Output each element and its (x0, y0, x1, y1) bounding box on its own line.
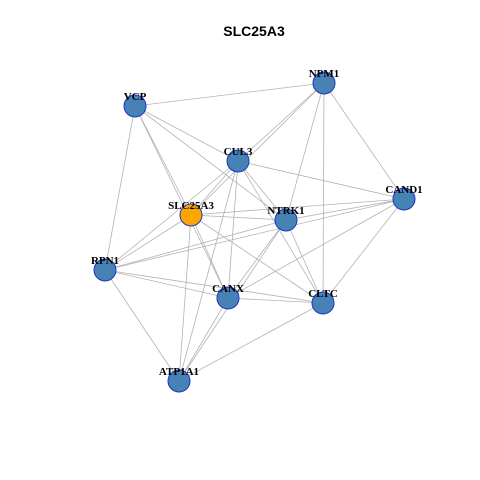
edge-slc25a3-rpn1 (104, 214, 192, 271)
graph-title: SLC25A3 (223, 23, 285, 39)
edge-vcp-slc25a3 (134, 105, 192, 216)
node-label-rpn1: RPN1 (91, 255, 119, 267)
node-npm1 (312, 71, 336, 95)
node-label-slc25a3: SLC25A3 (168, 200, 214, 212)
edge-vcp-cul3 (134, 105, 239, 162)
edge-cand1-rpn1 (104, 198, 405, 271)
node-label-npm1: NPM1 (309, 68, 340, 80)
node-layer (93, 71, 416, 393)
edge-cand1-canx (227, 198, 405, 299)
edge-cul3-slc25a3 (190, 160, 239, 216)
node-canx (216, 286, 240, 310)
node-label-ntrk1: NTRK1 (267, 205, 304, 217)
edge-ntrk1-cltc (285, 219, 324, 304)
node-cul3 (226, 149, 250, 173)
node-label-atp1a1: ATP1A1 (159, 366, 199, 378)
node-atp1a1 (167, 369, 191, 393)
edge-npm1-cand1 (323, 82, 405, 200)
edge-cltc-atp1a1 (178, 302, 324, 382)
edge-rpn1-canx (104, 269, 229, 299)
edge-vcp-npm1 (134, 82, 325, 107)
node-cand1 (392, 187, 416, 211)
edge-vcp-ntrk1 (134, 105, 287, 221)
edge-slc25a3-cand1 (190, 198, 405, 216)
edge-slc25a3-atp1a1 (178, 214, 192, 382)
node-label-cltc: CLTC (308, 288, 338, 300)
edge-cul3-canx (227, 160, 239, 299)
edge-cul3-ntrk1 (237, 160, 287, 221)
edge-cul3-atp1a1 (178, 160, 239, 382)
edge-npm1-cul3 (237, 82, 325, 162)
edge-vcp-rpn1 (104, 105, 136, 271)
edge-ntrk1-canx (227, 219, 287, 299)
node-label-canx: CANX (212, 283, 244, 295)
edge-cul3-cltc (237, 160, 324, 304)
node-vcp (123, 94, 147, 118)
edge-cul3-rpn1 (104, 160, 239, 271)
edge-npm1-ntrk1 (285, 82, 325, 221)
edge-cul3-cand1 (237, 160, 405, 200)
edge-rpn1-cltc (104, 269, 324, 304)
edge-vcp-canx (134, 105, 229, 299)
node-ntrk1 (274, 208, 298, 232)
node-label-cul3: CUL3 (224, 146, 253, 158)
edge-layer (104, 82, 405, 382)
node-label-vcp: VCP (124, 91, 147, 103)
edge-ntrk1-rpn1 (104, 219, 287, 271)
edge-slc25a3-ntrk1 (190, 214, 287, 221)
edge-npm1-slc25a3 (190, 82, 325, 216)
edge-canx-atp1a1 (178, 297, 229, 382)
node-cltc (311, 291, 335, 315)
edge-cand1-cltc (322, 198, 405, 304)
edge-npm1-cltc (322, 82, 325, 304)
node-rpn1 (93, 258, 117, 282)
edge-canx-cltc (227, 297, 324, 304)
node-slc25a3 (179, 203, 203, 227)
node-label-cand1: CAND1 (385, 184, 422, 196)
edge-rpn1-atp1a1 (104, 269, 180, 382)
edge-ntrk1-cand1 (285, 198, 405, 221)
edge-slc25a3-canx (190, 214, 229, 299)
